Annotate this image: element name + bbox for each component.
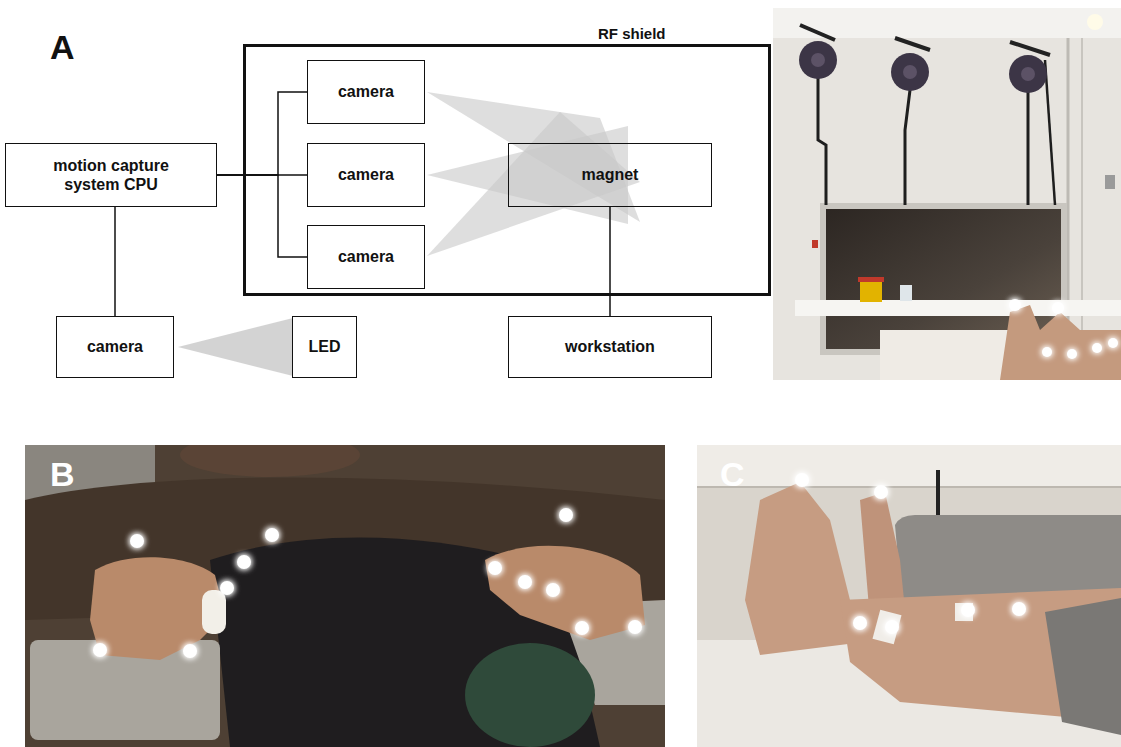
feet [1000,305,1121,380]
photo-wall [773,8,1121,380]
box-label: camera [87,337,143,356]
camera-lens [1021,67,1035,81]
box-label: workstation [565,337,655,356]
workstation-box: workstation [508,316,712,378]
marker-dot [795,473,809,487]
box-label: LED [309,337,341,356]
counter-edge [697,486,1121,488]
led-beam [178,318,293,376]
marker-dot [93,643,107,657]
marker-dot [559,508,573,522]
box-label: camera [338,165,394,184]
counter [697,445,1121,487]
panel-letter: C [720,457,745,491]
marker-dot [130,534,144,548]
marker-dot [1009,299,1021,311]
marker-dot [220,581,234,595]
marker-dot [183,644,197,658]
marker-dot [628,620,642,634]
camera-box: camera [307,225,425,289]
door-frame [1081,38,1083,380]
finger-tape [202,590,226,634]
camera-mount [800,25,835,40]
camera-cable [905,90,910,205]
marker-dot [961,603,975,617]
ceiling [773,8,1121,38]
marker-dot [518,575,532,589]
camera-lens [811,53,825,67]
mocap-camera [799,41,837,79]
tape [872,610,901,645]
view-cone [427,112,640,256]
connector-line [217,92,307,175]
camera-mount [1010,42,1050,55]
cpu-box: motion capture system CPU [5,143,217,207]
marker-dot [1052,302,1064,314]
led-box: LED [292,316,357,378]
box-label: camera [338,247,394,266]
shoe [465,643,595,747]
photo-ground [25,445,665,747]
marker-dot [546,583,560,597]
panel-letter: B [50,457,75,491]
panel-letter: A [50,30,75,64]
camera-box: camera [307,143,425,207]
marker-dot [885,620,899,634]
ceiling-lamp [1087,14,1103,30]
magnet-box: magnet [508,143,712,207]
box-label: motion capture system CPU [31,156,191,194]
camera-cable [1027,90,1030,205]
container-lid [858,277,884,282]
left-hand [90,557,225,660]
camera-beams [427,92,640,256]
yellow-container [860,280,882,302]
camera-lens [903,65,917,79]
legs-photo [697,445,1121,747]
bottle [900,285,912,301]
mocap-camera [891,53,929,91]
wall-box [1105,175,1115,189]
marker-dot [265,528,279,542]
box-label: magnet [582,165,639,184]
markers [1009,299,1118,359]
marker-dot [1067,349,1077,359]
marker-dot [1012,602,1026,616]
connector-line [114,207,116,316]
face [180,445,360,477]
photo-ground [697,445,1121,747]
subject-photo [25,445,665,747]
markers [93,508,642,658]
marker-dot [853,616,867,630]
right-hand [485,546,645,640]
camera-mount [895,38,930,50]
connector-line [609,207,611,316]
left-foot [745,482,880,655]
camera-cable [818,78,826,205]
shorts [1045,598,1121,735]
rf-shield-box: RF shieldcameracameracameramagnet [243,44,771,296]
marker-dot [575,621,589,635]
camera-cable [1045,60,1055,205]
camera-box: camera [307,60,425,124]
marker-dot [237,555,251,569]
mocap-cameras [799,25,1050,93]
camera-box: camera [56,316,174,378]
marker-dot [488,561,502,575]
marker-dot [1092,343,1102,353]
box-label: camera [338,82,394,101]
shelf [795,300,1121,316]
markers [795,473,1026,634]
red-button [812,240,818,248]
marker-dot [874,485,888,499]
marker-dot [1108,338,1118,348]
mocap-camera [1009,55,1047,93]
region-heading: RF shield [598,25,666,43]
room-photo [773,8,1121,380]
marker-dot [1042,347,1052,357]
connector-line [217,175,307,257]
